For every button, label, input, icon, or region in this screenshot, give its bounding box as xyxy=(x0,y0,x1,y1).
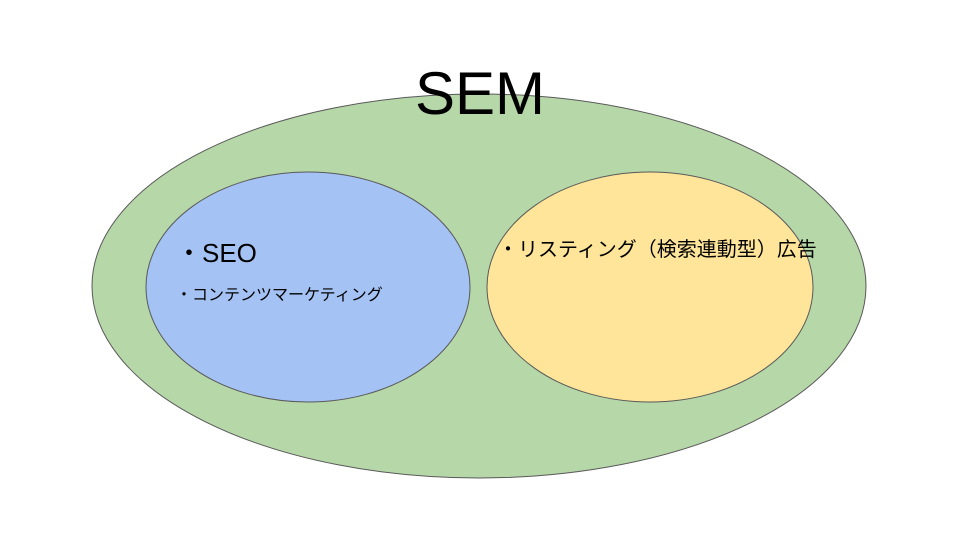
listing-ads-item: ・リスティング（検索連動型）広告 xyxy=(498,237,817,261)
sem-title: SEM xyxy=(414,60,546,127)
content-marketing-item: ・コンテンツマーケティング xyxy=(176,285,383,304)
seo-ellipse xyxy=(145,171,471,403)
seo-item: ・SEO xyxy=(176,238,257,268)
listing-ads-ellipse xyxy=(486,171,814,403)
